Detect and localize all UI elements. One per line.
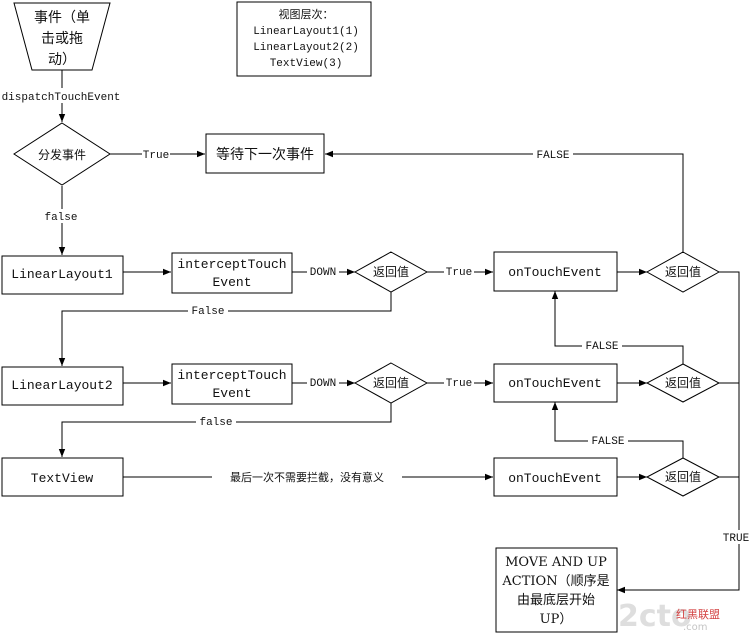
label-false-mid-2: FALSE <box>591 436 624 448</box>
label-false-2: false <box>199 417 232 429</box>
label-false-dispatch: false <box>44 212 77 224</box>
watermark-cn: 红黑联盟 <box>676 608 720 621</box>
label-false-top: FALSE <box>536 150 569 162</box>
return-value-decision-1: 返回值 <box>353 251 429 293</box>
return-value-6-label: 返回值 <box>665 469 701 484</box>
final-line-1: MOVE AND UP <box>505 555 607 570</box>
textview-node: TextView <box>1 457 124 497</box>
wait-next-event-label: 等待下一次事件 <box>216 146 314 163</box>
legend-line-1: LinearLayout1(1) <box>253 26 359 38</box>
linearlayout1-label: LinearLayout1 <box>11 267 113 282</box>
edge-true-to-final <box>617 271 740 594</box>
start-line-2: 击或拖 <box>41 31 83 47</box>
on-touch-event-1-label: onTouchEvent <box>508 265 602 280</box>
return-value-decision-2: 返回值 <box>353 362 429 404</box>
return-value-decision-4: 返回值 <box>645 251 721 293</box>
linearlayout1-node: LinearLayout1 <box>1 255 124 295</box>
label-true-1: True <box>446 267 472 279</box>
linearlayout2-label: LinearLayout2 <box>11 378 112 393</box>
intercept-1-line-1: interceptTouch <box>177 257 286 272</box>
dispatch-decision: 分发事件 <box>13 122 111 186</box>
intercept-touch-event-1: interceptTouch Event <box>171 252 293 294</box>
label-true-wait: True <box>143 150 169 162</box>
label-false-mid-1: FALSE <box>585 341 618 353</box>
hierarchy-legend: 视图层次： LinearLayout1(1) LinearLayout2(2) … <box>236 1 372 77</box>
return-value-2-label: 返回值 <box>373 375 409 390</box>
legend-title: 视图层次： <box>279 7 334 21</box>
edge-return4-false-to-wait <box>325 150 684 252</box>
return-value-5-label: 返回值 <box>665 375 701 390</box>
label-down-1: DOWN <box>310 267 336 279</box>
edge-labels: True FALSE false DOWN True False FALSE D… <box>41 146 751 545</box>
final-line-4: UP） <box>540 612 573 627</box>
start-line-1: 事件（单 <box>34 10 90 26</box>
return-value-decision-5: 返回值 <box>645 363 721 403</box>
wait-next-event-box: 等待下一次事件 <box>205 133 325 174</box>
intercept-2-line-2: Event <box>212 386 251 401</box>
on-touch-event-1: onTouchEvent <box>493 251 618 292</box>
dispatch-decision-label: 分发事件 <box>38 147 86 162</box>
return-value-4-label: 返回值 <box>665 264 701 279</box>
edge-return2-false-to-tv <box>58 403 392 457</box>
label-true-final: TRUE <box>723 533 750 545</box>
label-false-1: False <box>191 306 224 318</box>
edge-return6-false-to-ontouch2 <box>551 402 684 458</box>
on-touch-event-3-label: onTouchEvent <box>508 471 602 486</box>
intercept-2-line-1: interceptTouch <box>177 368 286 383</box>
on-touch-event-3: onTouchEvent <box>493 457 618 497</box>
start-line-3: 动） <box>48 52 76 68</box>
linearlayout2-node: LinearLayout2 <box>1 366 124 406</box>
label-down-2: DOWN <box>310 378 336 390</box>
watermark-suffix: .com <box>683 622 708 633</box>
intercept-1-line-2: Event <box>212 275 251 290</box>
label-tv-note: 最后一次不需要拦截，没有意义 <box>230 470 384 484</box>
return-value-decision-6: 返回值 <box>645 457 721 497</box>
intercept-touch-event-2: interceptTouch Event <box>171 363 293 405</box>
return-value-1-label: 返回值 <box>373 264 409 279</box>
move-and-up-action-box: MOVE AND UP ACTION（顺序是 由最底层开始 UP） <box>495 547 618 633</box>
dispatch-label: dispatchTouchEvent <box>2 92 121 104</box>
final-line-3: 由最底层开始 <box>517 592 595 608</box>
textview-label: TextView <box>31 471 94 486</box>
label-true-2: True <box>446 378 472 390</box>
edge-return5-false-to-ontouch1 <box>551 291 684 364</box>
on-touch-event-2: onTouchEvent <box>493 363 618 403</box>
watermark: 2cto 红黑联盟 .com <box>618 599 720 634</box>
on-touch-event-2-label: onTouchEvent <box>508 376 602 391</box>
final-line-2: ACTION（顺序是 <box>501 574 609 589</box>
legend-line-2: LinearLayout2(2) <box>253 42 359 54</box>
start-node: 事件（单 击或拖 动） <box>13 2 111 71</box>
watermark-brand: 2cto <box>618 599 692 634</box>
legend-line-3: TextView(3) <box>270 58 343 70</box>
